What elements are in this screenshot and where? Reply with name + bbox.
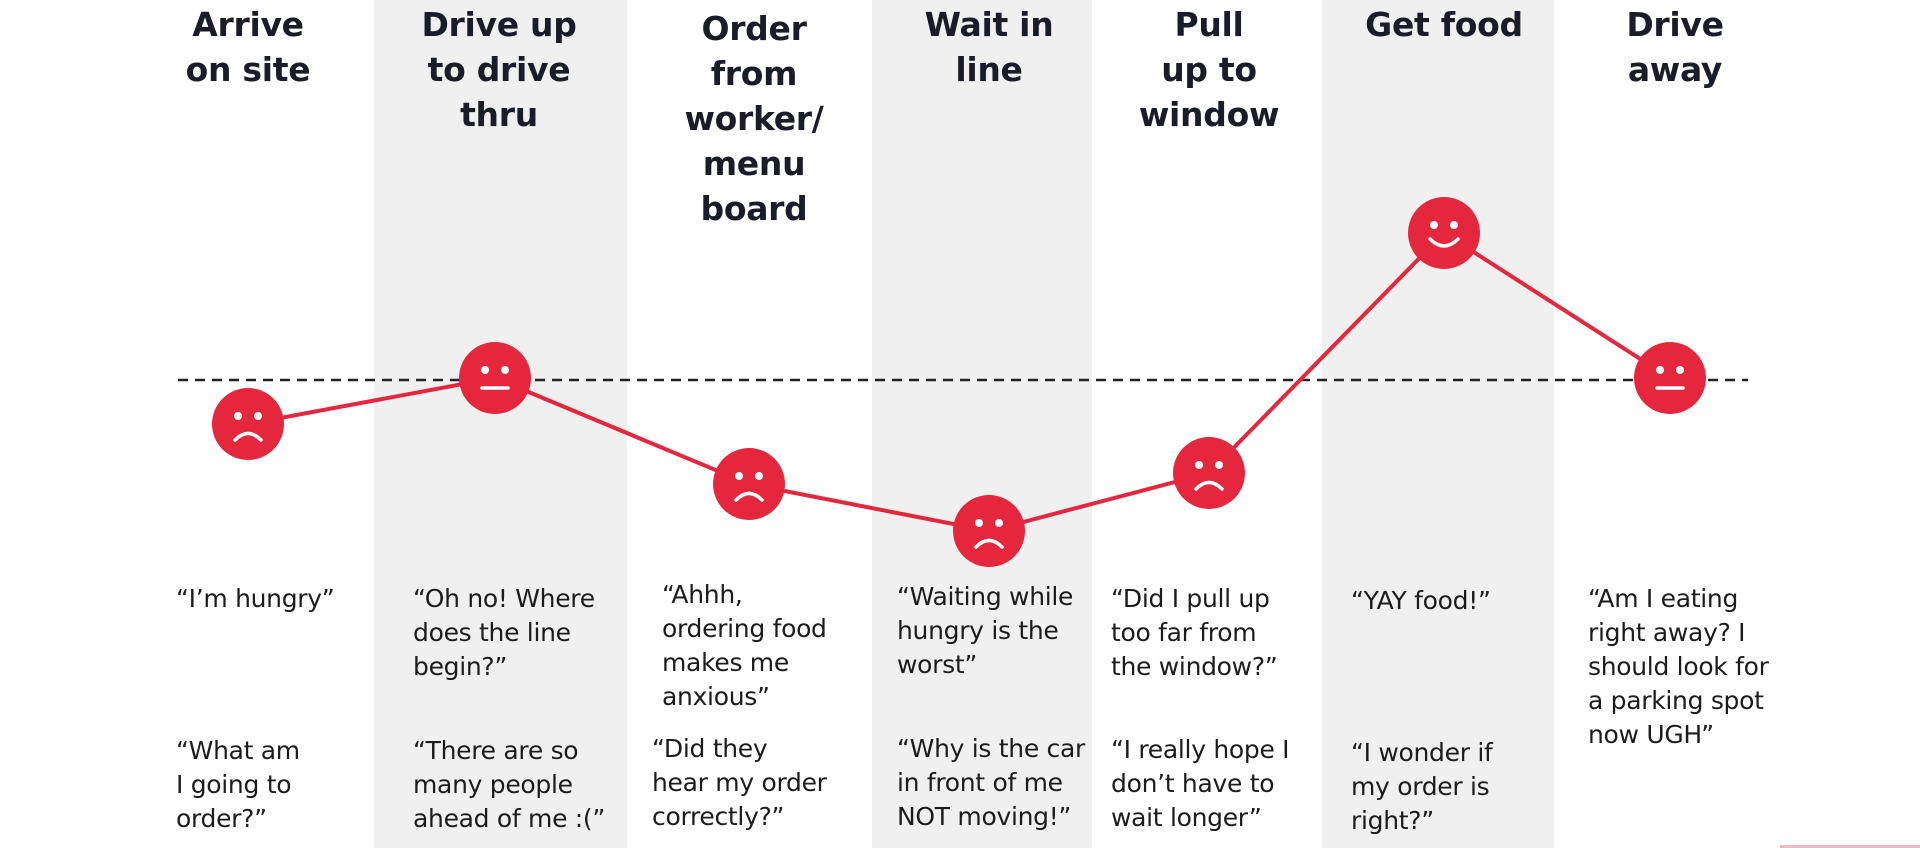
face-drive-up-neutral-icon [459,342,531,414]
quote-pull-up-1: “Did I pull up too far from the window?” [1111,584,1278,681]
stage-title-drive-up: Drive up to drive thru [421,5,577,134]
stage-title-get-food: Get food [1365,5,1523,44]
face-pull-up-sad-icon [1173,437,1245,509]
quote-get-food-1: “YAY food!” [1351,586,1491,615]
quote-wait-1: “Waiting while hungry is the worst” [897,582,1074,679]
stage-band-wait-in-line [872,0,1092,848]
quote-drive-up-1: “Oh no! Where does the line begin?” [413,584,595,681]
quote-drive-up-2: “There are so many people ahead of me :(… [413,736,606,833]
quote-order-1: “Ahhh, ordering food makes me anxious” [662,580,827,711]
face-wait-sad-icon [953,495,1025,567]
stage-title-wait: Wait in line [924,5,1054,89]
face-arrive-sad-icon [212,388,284,460]
corner-accent-line [1780,845,1920,848]
stage-title-arrive: Arrive on site [185,5,311,89]
face-get-food-happy-icon [1408,197,1480,269]
stage-title-order: Order from worker/ menu board [684,9,824,228]
face-order-sad-icon [713,448,785,520]
quote-pull-up-2: “I really hope I don’t have to wait long… [1111,735,1290,832]
quote-get-food-2: “I wonder if my order is right?” [1351,738,1493,835]
quote-drive-away-1: “Am I eating right away? I should look f… [1588,584,1769,749]
quote-order-2: “Did they hear my order correctly?” [652,734,827,831]
stage-title-drive-away: Drive away [1626,5,1724,89]
stage-band-drive-up [374,0,627,848]
stage-band-get-food [1322,0,1554,848]
quote-arrive-1: “I’m hungry” [176,584,335,613]
quote-wait-2: “Why is the car in front of me NOT movin… [897,734,1085,831]
face-drive-away-neutral-icon [1634,342,1706,414]
stage-title-pull-up: Pull up to window [1138,5,1280,134]
quote-arrive-2: “What am I going to order?” [176,736,300,833]
